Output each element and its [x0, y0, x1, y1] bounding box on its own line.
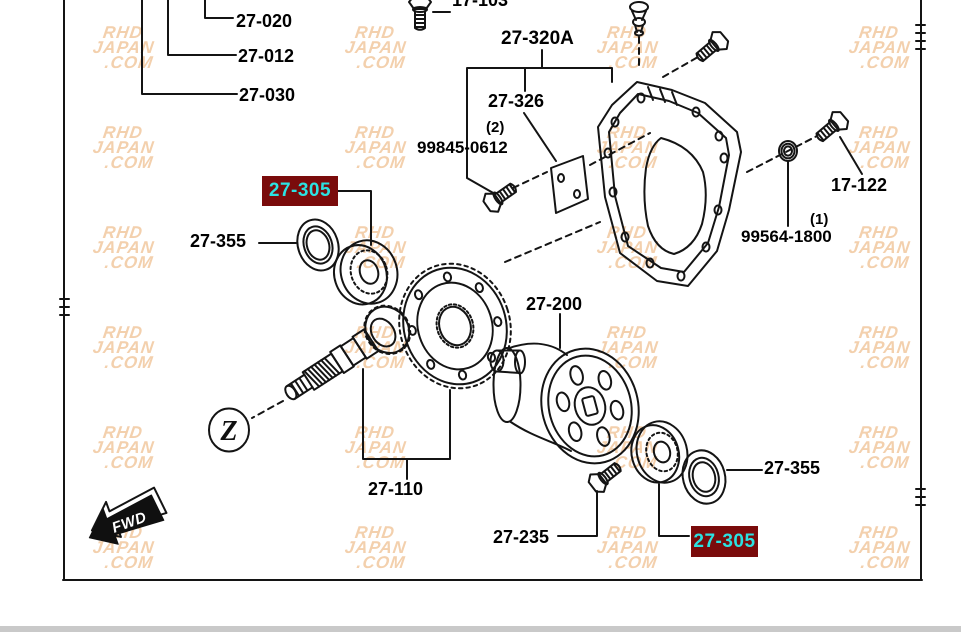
- svg-text:Z: Z: [219, 416, 237, 447]
- bolt-17-122-drawing: [810, 107, 853, 148]
- svg-text:FWD: FWD: [110, 509, 149, 537]
- z-view-marker: Z: [208, 407, 250, 453]
- part-label-27-012: 27-012: [238, 46, 295, 66]
- breather-plug-drawing: [629, 1, 649, 37]
- qty-label-27-326: (2): [486, 119, 505, 136]
- part-label-17-122: 17-122: [831, 175, 888, 195]
- carrier-cover-drawing: [597, 81, 742, 287]
- part-label-99845-0612: 99845-0612: [417, 138, 508, 157]
- part-label-27-235: 27-235: [493, 527, 550, 547]
- part-label-27-305-pinion-highlighted[interactable]: 27-305: [262, 176, 338, 206]
- pinion-seal-drawing: [296, 218, 340, 272]
- side-bearing-drawing: [630, 420, 689, 484]
- part-label-27-320a: 27-320A: [501, 28, 574, 49]
- cover-bolt-drawing: [690, 27, 733, 68]
- ring-gear-drawing: [398, 262, 512, 390]
- part-label-27-110: 27-110: [368, 479, 424, 499]
- pinion-bearing-drawing: [333, 239, 399, 306]
- part-label-27-305-side-highlighted[interactable]: 27-305: [691, 526, 758, 557]
- part-label-27-355-side: 27-355: [764, 458, 821, 478]
- part-label-27-355-pinion: 27-355: [190, 231, 247, 251]
- side-seal-drawing: [681, 449, 727, 505]
- bracket-plate-27-326-drawing: [550, 155, 589, 214]
- fwd-arrow: FWD: [88, 486, 168, 545]
- pinion-gear-drawing: [284, 304, 412, 401]
- part-label-99564-1800: 99564-1800: [741, 227, 832, 246]
- washer-99564-drawing: [778, 140, 798, 162]
- part-label-27-326: 27-326: [488, 91, 545, 111]
- bolt-99845-drawing: [479, 176, 522, 217]
- leader-lines: [141, 0, 863, 537]
- part-label-27-030: 27-030: [239, 85, 296, 105]
- breather-bolt-drawing: [408, 0, 432, 31]
- diff-case-drawing: [492, 342, 640, 465]
- part-label-27-020: 27-020: [236, 11, 293, 31]
- part-label-17-103: 17-103: [452, 0, 509, 10]
- qty-label-99564: (1): [810, 211, 829, 228]
- part-label-27-200: 27-200: [526, 294, 583, 314]
